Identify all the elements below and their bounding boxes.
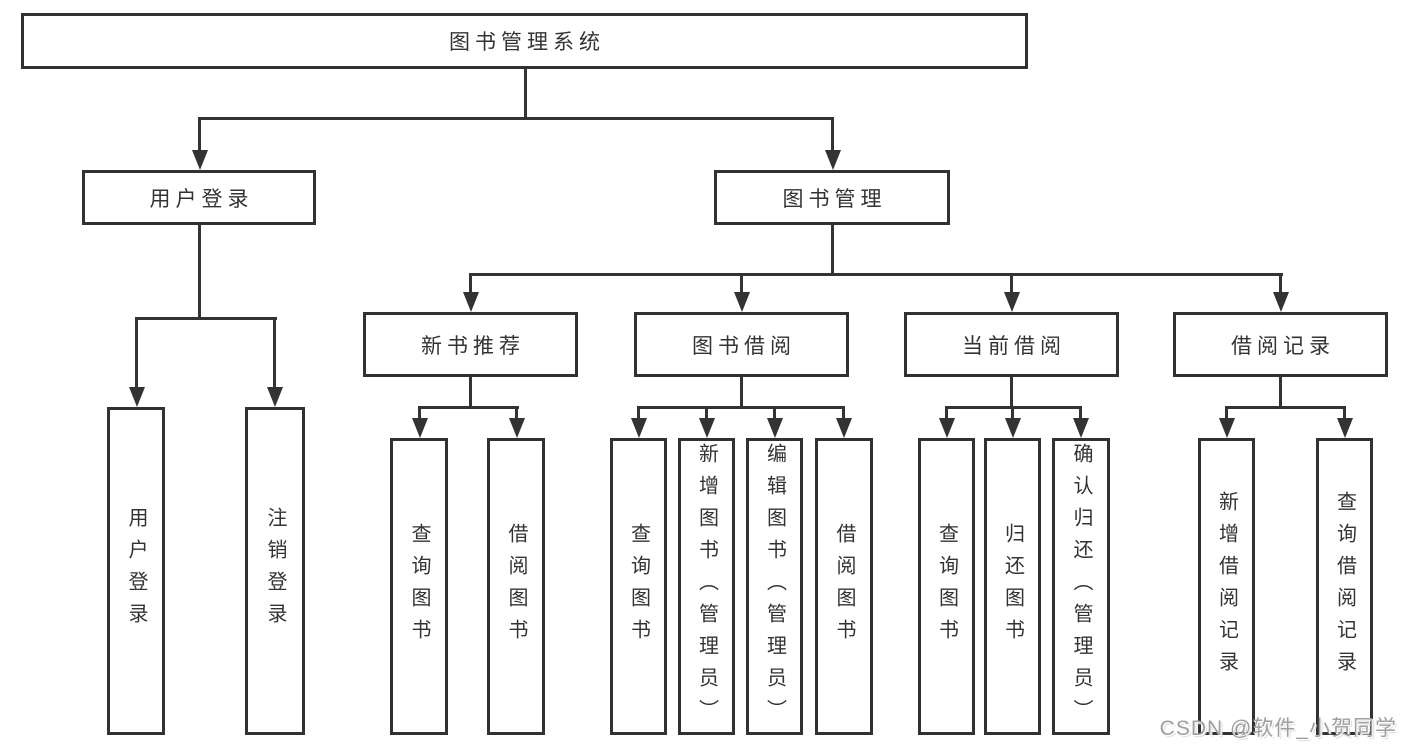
connector-drop — [515, 406, 518, 420]
connector-drop — [1010, 273, 1013, 294]
node-book-borrow: 图书借阅 — [634, 312, 849, 377]
connector-drop — [1079, 406, 1082, 420]
leaf-label: 借阅图书 — [833, 522, 855, 651]
arrow-down-icon — [412, 418, 428, 438]
leaf-label: 用户登录 — [125, 507, 147, 635]
arrow-down-icon — [129, 387, 145, 407]
csdn-watermark: CSDN @软件_小贺同学 — [1159, 717, 1397, 740]
connector-root-rail — [198, 117, 834, 120]
connector-drop — [831, 117, 834, 152]
arrow-down-icon — [836, 418, 852, 438]
connector-record-rail — [1225, 406, 1346, 409]
arrow-down-icon — [1005, 418, 1021, 438]
leaf-borrow-edit-book-admin: 编辑图书（管理员） — [746, 438, 803, 735]
leaf-label: 编辑图书（管理员） — [763, 442, 786, 731]
connector-drop — [705, 406, 708, 420]
leaf-label: 查询图书 — [627, 522, 650, 651]
connector-drop — [740, 273, 743, 294]
connector-newbook-rail — [418, 406, 519, 409]
leaf-current-confirm-return-admin: 确认归还（管理员） — [1052, 438, 1110, 735]
arrow-down-icon — [825, 150, 841, 170]
leaf-label: 注销登录 — [264, 507, 286, 635]
arrow-down-icon — [1004, 292, 1020, 312]
leaf-newbook-query-book: 查询图书 — [390, 438, 448, 735]
connector-drop — [273, 317, 276, 389]
connector-borrow-rail — [637, 406, 845, 409]
arrow-down-icon — [767, 418, 783, 438]
connector-userlogin-rail — [135, 317, 277, 320]
leaf-record-query-borrow-record: 查询借阅记录 — [1316, 438, 1373, 735]
leaf-borrow-add-book-admin: 新增图书（管理员） — [678, 438, 735, 735]
connector-current-stem — [1010, 377, 1013, 406]
connector-drop — [842, 406, 845, 420]
connector-root-stem — [524, 69, 527, 117]
arrow-down-icon — [1273, 292, 1289, 312]
node-user-login: 用户登录 — [82, 170, 316, 225]
leaf-label: 确认归还（管理员） — [1070, 442, 1092, 731]
arrow-down-icon — [267, 387, 283, 407]
leaf-current-query-book: 查询图书 — [918, 438, 975, 735]
arrow-down-icon — [1219, 418, 1235, 438]
leaf-borrow-query-book: 查询图书 — [610, 438, 667, 735]
arrow-down-icon — [939, 418, 955, 438]
leaf-user-login: 用户登录 — [107, 407, 165, 735]
leaf-label: 归还图书 — [1001, 522, 1024, 651]
leaf-borrow-borrow-book: 借阅图书 — [815, 438, 873, 735]
connector-drop — [1225, 406, 1228, 420]
connector-record-stem — [1279, 377, 1282, 406]
connector-borrow-stem — [740, 377, 743, 406]
node-book-management: 图书管理 — [714, 170, 950, 225]
connector-drop — [773, 406, 776, 420]
arrow-down-icon — [1073, 418, 1089, 438]
arrow-down-icon — [463, 292, 479, 312]
connector-drop — [135, 317, 138, 389]
connector-bookmgmt-stem — [831, 225, 834, 273]
connector-newbook-stem — [469, 377, 472, 406]
connector-drop — [418, 406, 421, 420]
connector-drop — [1343, 406, 1346, 420]
leaf-logout-login: 注销登录 — [245, 407, 305, 735]
leaf-label: 查询借阅记录 — [1333, 490, 1356, 683]
arrow-down-icon — [509, 418, 525, 438]
connector-drop — [198, 117, 201, 152]
leaf-newbook-borrow-book: 借阅图书 — [487, 438, 545, 735]
connector-bookmgmt-rail — [469, 273, 1283, 276]
leaf-label: 查询图书 — [408, 522, 430, 651]
arrow-down-icon — [192, 150, 208, 170]
leaf-label: 新增借阅记录 — [1215, 490, 1238, 683]
arrow-down-icon — [699, 418, 715, 438]
leaf-label: 借阅图书 — [505, 522, 527, 651]
connector-drop — [945, 406, 948, 420]
leaf-record-add-borrow-record: 新增借阅记录 — [1198, 438, 1255, 735]
node-root: 图书管理系统 — [21, 13, 1028, 69]
node-borrow-record: 借阅记录 — [1173, 312, 1388, 377]
leaf-label: 新增图书（管理员） — [695, 442, 718, 731]
connector-drop — [1011, 406, 1014, 420]
arrow-down-icon — [1337, 418, 1353, 438]
arrow-down-icon — [734, 292, 750, 312]
connector-drop — [637, 406, 640, 420]
node-new-book-recommend: 新书推荐 — [363, 312, 578, 377]
leaf-current-return-book: 归还图书 — [984, 438, 1041, 735]
leaf-label: 查询图书 — [935, 522, 958, 651]
arrow-down-icon — [631, 418, 647, 438]
connector-drop — [469, 273, 472, 294]
connector-userlogin-stem — [198, 225, 201, 317]
node-current-borrow: 当前借阅 — [904, 312, 1119, 377]
connector-drop — [1279, 273, 1282, 294]
